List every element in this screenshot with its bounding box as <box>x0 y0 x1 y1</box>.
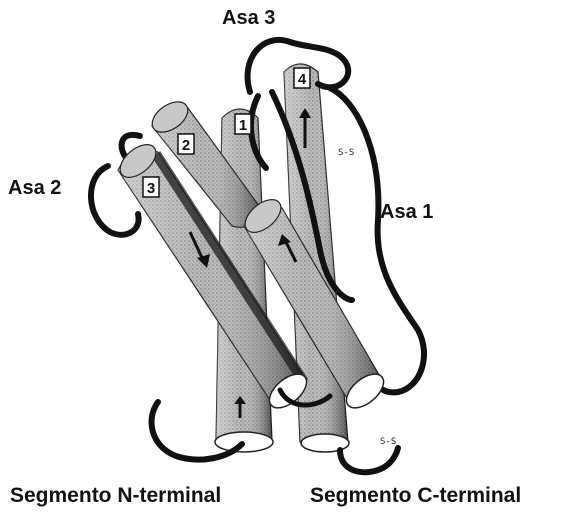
c-terminal-tail <box>340 448 398 472</box>
svg-text:4: 4 <box>298 71 307 88</box>
c-terminal-label: Segmento C-terminal <box>310 484 521 507</box>
helix-number-2: 2 <box>178 134 194 154</box>
svg-text:2: 2 <box>182 137 190 154</box>
helix-number-3: 3 <box>143 177 159 197</box>
svg-text:1: 1 <box>239 117 247 134</box>
disulfide-label-upper: S-S <box>338 148 354 158</box>
loop-2-label: Asa 2 <box>8 177 61 199</box>
n-terminal-label: Segmento N-terminal <box>10 484 221 507</box>
helix-number-4: 4 <box>294 68 310 88</box>
loop-1-label: Asa 1 <box>380 201 433 223</box>
svg-text:3: 3 <box>147 180 155 197</box>
helix-number-1: 1 <box>235 114 251 134</box>
loop-3-label: Asa 3 <box>222 7 275 29</box>
disulfide-label-lower: S-S <box>380 437 396 447</box>
